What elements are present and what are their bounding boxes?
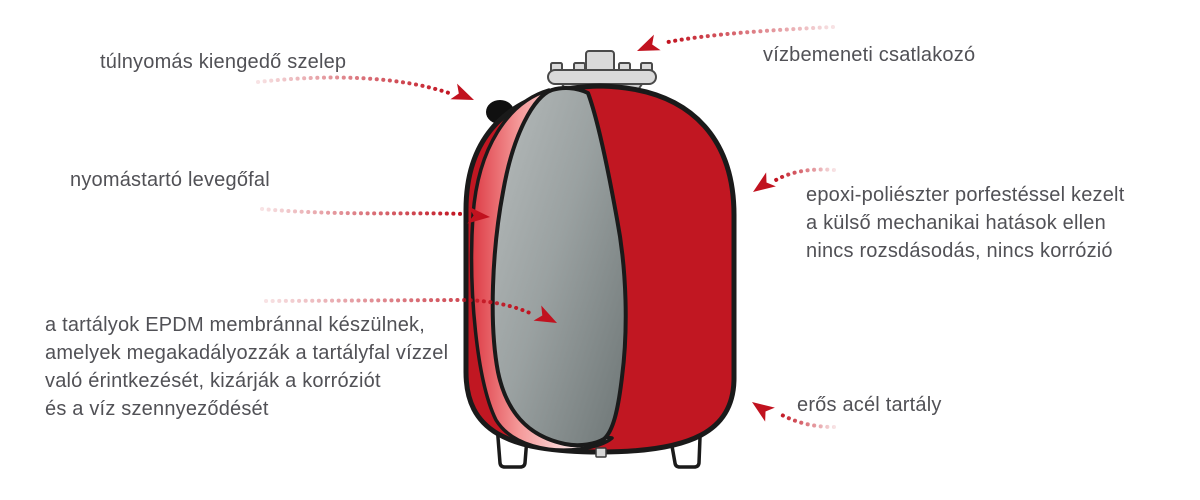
- drain-fitting: [595, 447, 607, 458]
- label-membrane: a tartályok EPDM membránnal készülnek, a…: [45, 314, 449, 420]
- label-relief-valve: túlnyomás kiengedő szelep: [100, 51, 347, 73]
- arrow-relief-valve: [256, 75, 454, 96]
- arrow-head-icon: [753, 172, 776, 192]
- arrow-head-icon: [637, 34, 661, 51]
- arrow-air-wall: [260, 207, 464, 216]
- arrow-membrane: [264, 297, 534, 316]
- arrow-water-inlet: [666, 25, 835, 44]
- label-water-inlet: vízbemeneti csatlakozó: [763, 44, 976, 66]
- arrow-head-icon: [533, 305, 557, 323]
- flange-bar: [547, 69, 657, 85]
- pointer-arrows: [256, 25, 836, 429]
- label-air-wall: nyomástartó levegőfal: [70, 169, 270, 191]
- arrow-steel-tank: [778, 412, 836, 429]
- epdm-membrane: [490, 86, 628, 448]
- arrow-coating: [774, 167, 836, 182]
- arrow-heads: [450, 34, 776, 422]
- label-steel-tank: erős acél tartály: [797, 394, 942, 416]
- arrow-head-icon: [752, 402, 775, 422]
- label-coating: epoxi-poliészter porfestéssel kezelt a k…: [806, 184, 1125, 262]
- arrow-head-icon: [467, 206, 490, 224]
- arrow-head-icon: [450, 83, 474, 100]
